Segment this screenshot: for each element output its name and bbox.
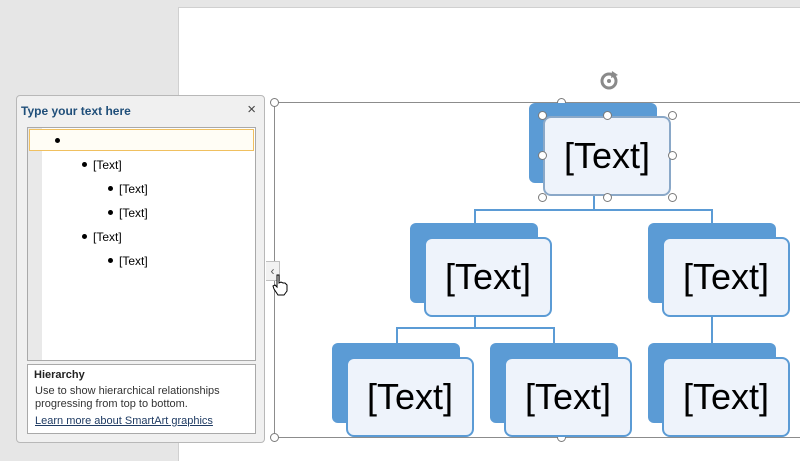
close-icon[interactable]: ×: [247, 101, 256, 118]
list-item[interactable]: [29, 129, 254, 151]
list-gutter: [28, 128, 42, 360]
bullet-icon: [82, 162, 87, 167]
layout-info-box: Hierarchy Use to show hierarchical relat…: [27, 364, 256, 434]
layout-description: Use to show hierarchical relationships p…: [35, 385, 220, 410]
learn-more-link[interactable]: Learn more about SmartArt graphics: [35, 415, 213, 427]
connector-line: [396, 327, 398, 343]
child-node-right[interactable]: [Text]: [662, 237, 790, 317]
layout-name: Hierarchy: [34, 369, 85, 381]
node-handle[interactable]: [668, 151, 677, 160]
resize-handle-bottom-left[interactable]: [270, 433, 279, 442]
root-node[interactable]: [Text]: [543, 116, 671, 196]
grandchild-node-1[interactable]: [Text]: [346, 357, 474, 437]
connector-line: [593, 196, 595, 210]
child-node-left[interactable]: [Text]: [424, 237, 552, 317]
connector-line: [396, 327, 555, 329]
pane-title: Type your text here: [21, 104, 131, 118]
connector-line: [474, 317, 476, 329]
text-pane-list[interactable]: [Text] [Text] [Text] [Text] [Text]: [27, 127, 256, 361]
connector-line: [711, 209, 713, 223]
node-handle[interactable]: [603, 193, 612, 202]
connector-line: [553, 327, 555, 343]
smartart-text-pane: Type your text here × [Text] [Text] [Tex…: [16, 95, 265, 443]
node-handle[interactable]: [668, 111, 677, 120]
resize-handle-top-left[interactable]: [270, 98, 279, 107]
node-handle[interactable]: [668, 193, 677, 202]
bullet-icon: [108, 258, 113, 263]
list-item-text: [Text]: [119, 254, 148, 268]
list-item-text: [Text]: [93, 230, 122, 244]
hand-cursor-icon: [272, 274, 288, 296]
grandchild-node-3[interactable]: [Text]: [662, 357, 790, 437]
grandchild-node-2[interactable]: [Text]: [504, 357, 632, 437]
bullet-icon: [108, 186, 113, 191]
node-handle[interactable]: [538, 111, 547, 120]
connector-line: [711, 317, 713, 343]
node-handle[interactable]: [603, 111, 612, 120]
rotate-icon[interactable]: [597, 69, 621, 93]
bullet-icon: [108, 210, 113, 215]
list-item-text: [Text]: [119, 182, 148, 196]
connector-line: [474, 209, 476, 223]
bullet-icon: [82, 234, 87, 239]
node-handle[interactable]: [538, 193, 547, 202]
connector-line: [474, 209, 713, 211]
list-item-text: [Text]: [93, 158, 122, 172]
list-item-text: [Text]: [119, 206, 148, 220]
node-handle[interactable]: [538, 151, 547, 160]
bullet-icon: [55, 138, 60, 143]
